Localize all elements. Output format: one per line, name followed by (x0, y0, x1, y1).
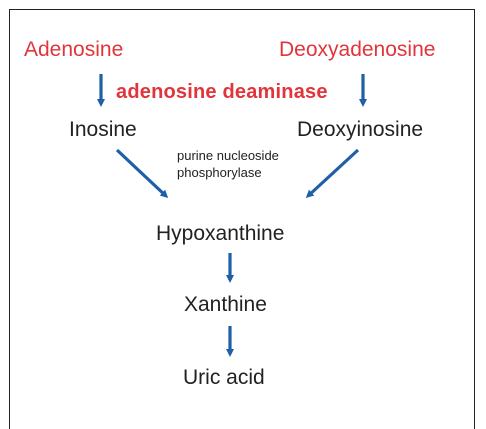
figure-frame (9, 9, 475, 429)
arrow-inosine-to-hypoxanthine (115, 148, 169, 199)
uric-acid-label: Uric acid (183, 366, 265, 389)
pathway-arrows (97, 74, 367, 357)
hypoxanthine-label: Hypoxanthine (156, 222, 285, 245)
deoxyadenosine-label: Deoxyadenosine (279, 38, 436, 61)
enzyme-pnp-line2: phosphorylase (177, 165, 262, 180)
xanthine-label: Xanthine (184, 293, 267, 316)
deoxyinosine-label: Deoxyinosine (297, 118, 424, 141)
inosine-label: Inosine (69, 118, 137, 141)
enzyme-adenosine-deaminase: adenosine deaminase (116, 81, 328, 103)
adenosine-label: Adenosine (24, 38, 124, 61)
enzyme-pnp-line1: purine nucleoside (177, 148, 279, 163)
arrow-deoxyinosine-to-hypoxanthine (305, 148, 360, 199)
